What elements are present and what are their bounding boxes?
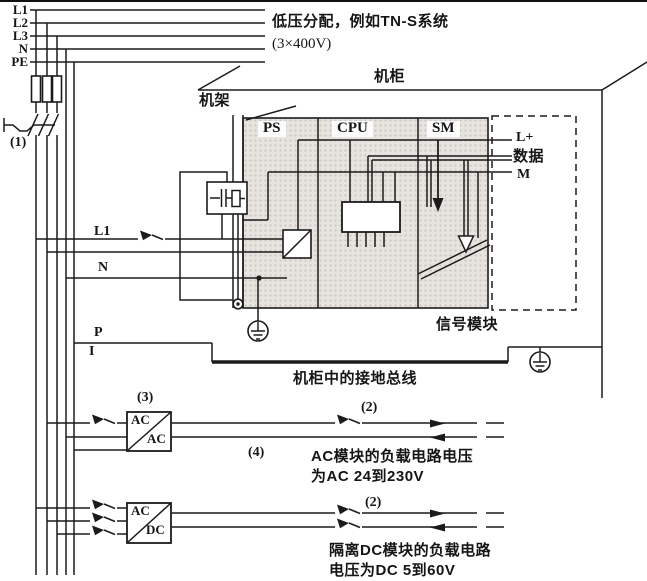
fuse-icon: [41, 75, 53, 103]
ref-2-ac: (2): [361, 400, 378, 415]
signal-module-dashed-box: [491, 115, 577, 311]
switch-icon: [337, 518, 361, 529]
fuse-icon: [51, 75, 63, 103]
switch-icon: [92, 512, 116, 523]
filter-internals: [210, 189, 245, 208]
distribution-note-line1: 低压分配，例如TN-S系统: [272, 13, 449, 30]
ref-3: (3): [137, 390, 154, 405]
ref-2-dc: (2): [365, 495, 382, 510]
switch-icon: [92, 414, 116, 425]
module-label-sm: SM: [427, 120, 460, 137]
cabinet-label: 机柜: [374, 68, 406, 85]
rack-label: 机架: [199, 92, 231, 109]
dc-load-note-line2: 电压为DC 5到60V: [329, 562, 456, 579]
arrow-left-icon: [430, 433, 445, 442]
signal-label-m: M: [517, 167, 531, 182]
arrow-left-icon: [430, 523, 445, 532]
rack-rails: [232, 115, 244, 308]
module-label-ps: PS: [258, 120, 286, 137]
ref-1: (1): [10, 135, 27, 150]
fuse-icon: [30, 75, 42, 103]
arrow-right-icon: [430, 419, 445, 428]
arrow-right-icon: [430, 509, 445, 518]
acdc-label-bottom: DC: [146, 522, 165, 537]
tap-label-i: I: [89, 344, 95, 359]
bus-label-l3: L3: [12, 28, 28, 43]
earth-ground-icon: [247, 320, 269, 342]
bus-label-l1: L1: [12, 2, 28, 17]
signal-module-label: 信号模块: [436, 316, 499, 333]
ac-load-note-line2: 为AC 24到230V: [311, 468, 425, 485]
line-filter-box: [206, 181, 248, 215]
bus-label-pe: PE: [11, 54, 28, 69]
terminal-icon: [232, 298, 244, 310]
switch-icon: [92, 525, 116, 536]
flow-arrows: [430, 419, 445, 532]
ps-module-area: [243, 118, 318, 308]
ground-bus-label: 机柜中的接地总线: [293, 370, 418, 387]
tap-label-l1: L1: [94, 224, 111, 239]
sm-module-area: [418, 118, 488, 308]
acac-label-top: AC: [131, 412, 150, 427]
distribution-note-line2: (3×400V): [272, 36, 332, 52]
signal-label-lplus: L+: [516, 130, 534, 145]
bus-label-n: N: [18, 41, 28, 56]
switch-icon: [337, 414, 361, 425]
resistor-icon: [231, 189, 241, 208]
continuation-dashes: [486, 422, 504, 528]
switch-icon: [337, 504, 361, 515]
tap-label-p: P: [94, 325, 103, 340]
switch-icon: [92, 499, 116, 510]
earth-ground-icon: [529, 347, 551, 373]
tap-label-n: N: [98, 260, 109, 275]
main-disconnect-switch: [3, 113, 60, 137]
ac-load-note-line1: AC模块的负载电路电压: [311, 448, 474, 465]
fuse-symbols: [30, 75, 63, 103]
ref-4: (4): [248, 445, 265, 460]
acac-label-bottom: AC: [147, 431, 166, 446]
switch-icon: [140, 230, 164, 241]
dc-load-note-line1: 隔离DC模块的负载电路: [329, 542, 492, 559]
module-label-cpu: CPU: [332, 120, 373, 137]
bus-label-l2: L2: [12, 15, 28, 30]
signal-label-data: 数据: [513, 148, 545, 165]
cpu-module-area: [318, 118, 418, 308]
acdc-label-top: AC: [131, 503, 150, 518]
